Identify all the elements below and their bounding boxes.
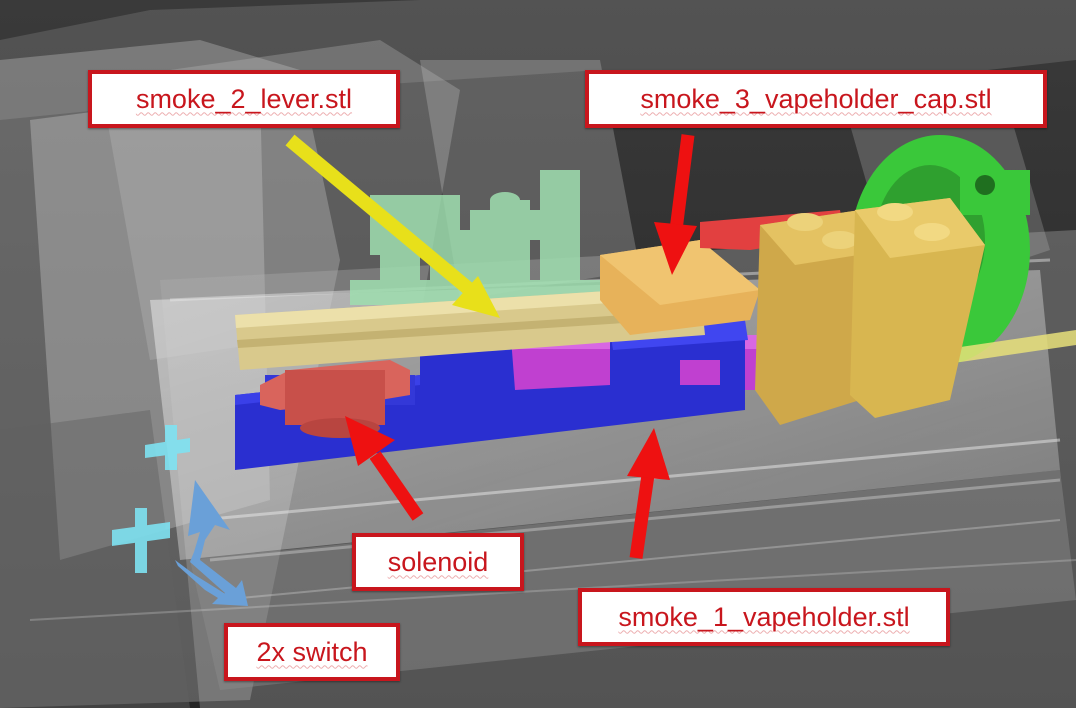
label-solenoid-text: solenoid <box>387 546 489 577</box>
yellow-rod <box>940 330 1076 365</box>
vapeholder-cap-part <box>600 240 760 335</box>
arrow-switch <box>175 480 248 606</box>
label-vapeholder: smoke_1_vapeholder.stl <box>578 588 950 646</box>
gold-block-right <box>850 198 985 418</box>
solenoid-part <box>260 360 410 438</box>
label-solenoid: solenoid <box>352 533 524 591</box>
switch-parts <box>112 425 190 573</box>
label-switch-text: 2x switch <box>256 636 368 667</box>
label-vapeholder-text: smoke_1_vapeholder.stl <box>618 601 910 632</box>
arrow-holder <box>627 428 670 559</box>
label-vapeholder-cap-text: smoke_3_vapeholder_cap.stl <box>640 83 992 114</box>
arrow-cap <box>654 134 697 275</box>
label-vapeholder-cap: smoke_3_vapeholder_cap.stl <box>585 70 1047 128</box>
arrow-lever <box>285 134 500 318</box>
arrow-solenoid <box>345 416 424 521</box>
label-switch: 2x switch <box>224 623 400 681</box>
label-lever: smoke_2_lever.stl <box>88 70 400 128</box>
label-lever-text: smoke_2_lever.stl <box>135 83 353 114</box>
